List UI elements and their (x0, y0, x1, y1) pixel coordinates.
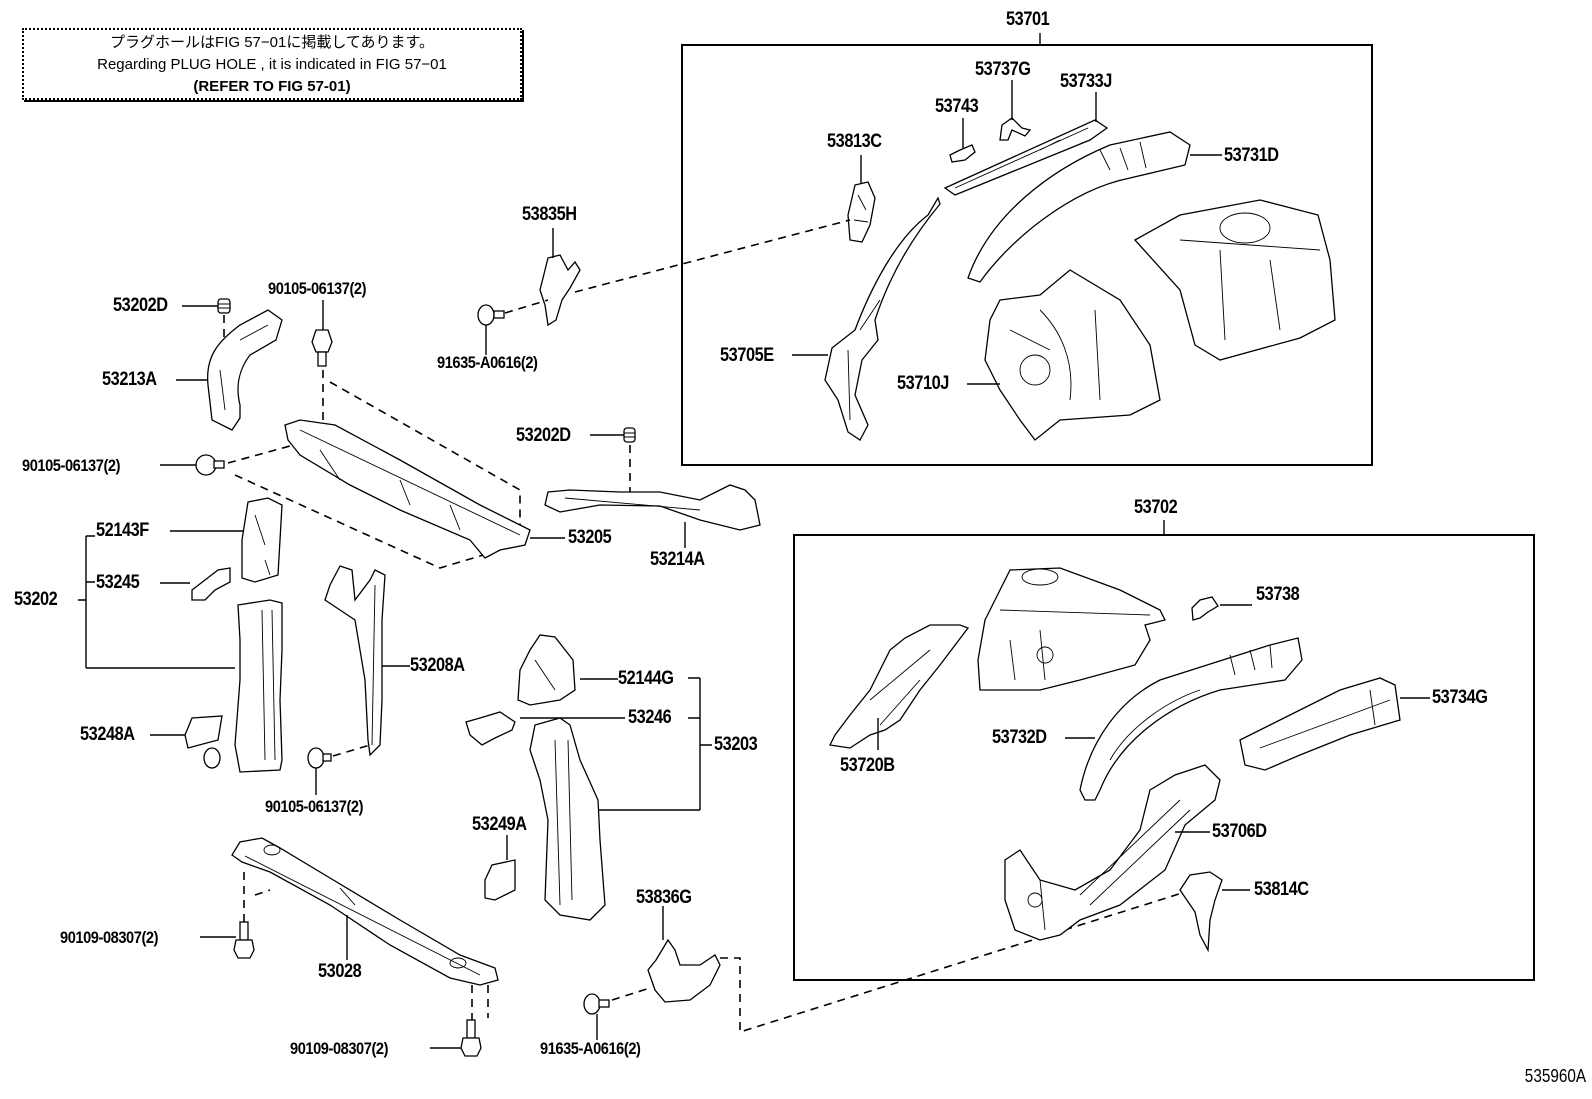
label-53202D-mid[interactable]: 53202D (516, 425, 571, 446)
part-53705E[interactable] (824, 196, 941, 441)
label-53246[interactable]: 53246 (628, 707, 672, 728)
part-53732D[interactable] (1079, 637, 1303, 801)
part-52144G[interactable] (517, 634, 576, 706)
label-52143F[interactable]: 52143F (96, 520, 149, 541)
part-53738[interactable] (1191, 596, 1219, 621)
note-line-jp: プラグホールはFIG 57−01に掲載してあります。 (110, 34, 434, 51)
part-52143F[interactable] (241, 497, 283, 583)
label-53028[interactable]: 53028 (318, 961, 362, 982)
part-53028[interactable] (231, 837, 499, 986)
dashed-link-53835H (504, 219, 851, 314)
part-53205[interactable] (284, 419, 531, 559)
assembly-box-53701 (681, 44, 1373, 466)
plug-hole-note: プラグホールはFIG 57−01に掲載してあります。 Regarding PLU… (22, 28, 522, 100)
label-53208A[interactable]: 53208A (410, 655, 465, 676)
part-53245[interactable] (191, 567, 231, 601)
bolt-90105-mid[interactable] (307, 747, 332, 769)
figure-id: 535960A (1524, 1066, 1586, 1086)
bolt-90109-bottom[interactable] (460, 1019, 482, 1057)
label-53720B[interactable]: 53720B (840, 755, 895, 776)
part-53731D[interactable] (967, 131, 1191, 283)
part-53743[interactable] (949, 144, 976, 163)
bolt-91635-bottom[interactable] (583, 993, 610, 1015)
part-53720B[interactable] (829, 624, 970, 749)
label-91635-A0616-bottom[interactable]: 91635-A0616(2) (540, 1039, 641, 1058)
label-90109-08307-left[interactable]: 90109-08307(2) (60, 928, 159, 947)
bolt-90105-top[interactable] (311, 329, 333, 367)
part-53202-pillar[interactable] (234, 599, 283, 773)
part-53249A[interactable] (484, 859, 516, 901)
label-assembly-53701[interactable]: 53701 (1006, 9, 1050, 30)
clip-53202D-top[interactable] (217, 298, 231, 314)
part-53737G[interactable] (999, 117, 1032, 141)
label-53205[interactable]: 53205 (568, 527, 612, 548)
label-53732D[interactable]: 53732D (992, 727, 1047, 748)
dashed-90105-top (322, 370, 521, 525)
label-53705E[interactable]: 53705E (720, 345, 774, 366)
label-90105-06137-top[interactable]: 90105-06137(2) (268, 279, 367, 298)
label-53248A[interactable]: 53248A (80, 724, 135, 745)
dashed-link-53836G (611, 887, 1199, 1034)
label-91635-A0616-top[interactable]: 91635-A0616(2) (437, 353, 538, 372)
label-53710J[interactable]: 53710J (897, 373, 949, 394)
label-53213A[interactable]: 53213A (102, 369, 157, 390)
bracket-53203 (590, 677, 712, 811)
assembly-box-53702 (793, 534, 1535, 981)
part-53213A[interactable] (206, 309, 283, 431)
part-53835H[interactable] (539, 254, 581, 327)
label-assembly-53702[interactable]: 53702 (1134, 497, 1178, 518)
label-53733J[interactable]: 53733J (1060, 71, 1112, 92)
label-53202[interactable]: 53202 (14, 589, 58, 610)
label-53743[interactable]: 53743 (935, 96, 979, 117)
part-53208A[interactable] (324, 565, 386, 757)
label-53214A[interactable]: 53214A (650, 549, 705, 570)
label-90105-06137-left[interactable]: 90105-06137(2) (22, 456, 121, 475)
part-53733J[interactable] (943, 119, 1109, 196)
note-line-refer: (REFER TO FIG 57-01) (193, 78, 351, 95)
label-90105-06137-bottom[interactable]: 90105-06137(2) (265, 797, 364, 816)
label-53731D[interactable]: 53731D (1224, 145, 1279, 166)
part-upper-apron-tower[interactable] (1133, 199, 1336, 361)
label-53738[interactable]: 53738 (1256, 584, 1300, 605)
label-53737G[interactable]: 53737G (975, 59, 1031, 80)
part-53246[interactable] (465, 711, 516, 746)
part-53836G[interactable] (647, 938, 721, 1003)
label-52144G[interactable]: 52144G (618, 668, 674, 689)
part-53203-pillar[interactable] (529, 717, 606, 921)
label-53734G[interactable]: 53734G (1432, 687, 1488, 708)
label-53835H[interactable]: 53835H (522, 204, 577, 225)
part-53710J[interactable] (984, 269, 1161, 441)
part-53734G[interactable] (1239, 677, 1401, 771)
label-53245[interactable]: 53245 (96, 572, 140, 593)
label-90109-08307-bottom[interactable]: 90109-08307(2) (290, 1039, 389, 1058)
clip-53202D-mid[interactable] (623, 427, 636, 443)
dashed-90105-bottom (332, 744, 371, 757)
label-53249A[interactable]: 53249A (472, 814, 527, 835)
part-lower-apron-tower[interactable] (977, 567, 1166, 691)
part-53248A[interactable] (184, 715, 223, 749)
part-53813C[interactable] (847, 181, 876, 243)
part-53214A[interactable] (544, 484, 761, 531)
dashed-90105-left (227, 445, 501, 569)
label-53706D[interactable]: 53706D (1212, 821, 1267, 842)
bolt-91635-top[interactable] (477, 304, 505, 326)
label-53203[interactable]: 53203 (714, 734, 758, 755)
label-53814C[interactable]: 53814C (1254, 879, 1309, 900)
bolt-90109-left[interactable] (233, 921, 255, 959)
bolt-90105-bottom[interactable] (203, 747, 221, 769)
label-53202D-top[interactable]: 53202D (113, 295, 168, 316)
dashed-53028 (243, 872, 489, 1020)
note-line-en: Regarding PLUG HOLE , it is indicated in… (97, 56, 447, 73)
bracket-53202 (78, 535, 235, 669)
part-53706D[interactable] (1004, 764, 1221, 941)
part-53814C[interactable] (1179, 871, 1223, 953)
bolt-90105-left[interactable] (195, 454, 225, 476)
label-53813C[interactable]: 53813C (827, 131, 882, 152)
label-53836G[interactable]: 53836G (636, 887, 692, 908)
